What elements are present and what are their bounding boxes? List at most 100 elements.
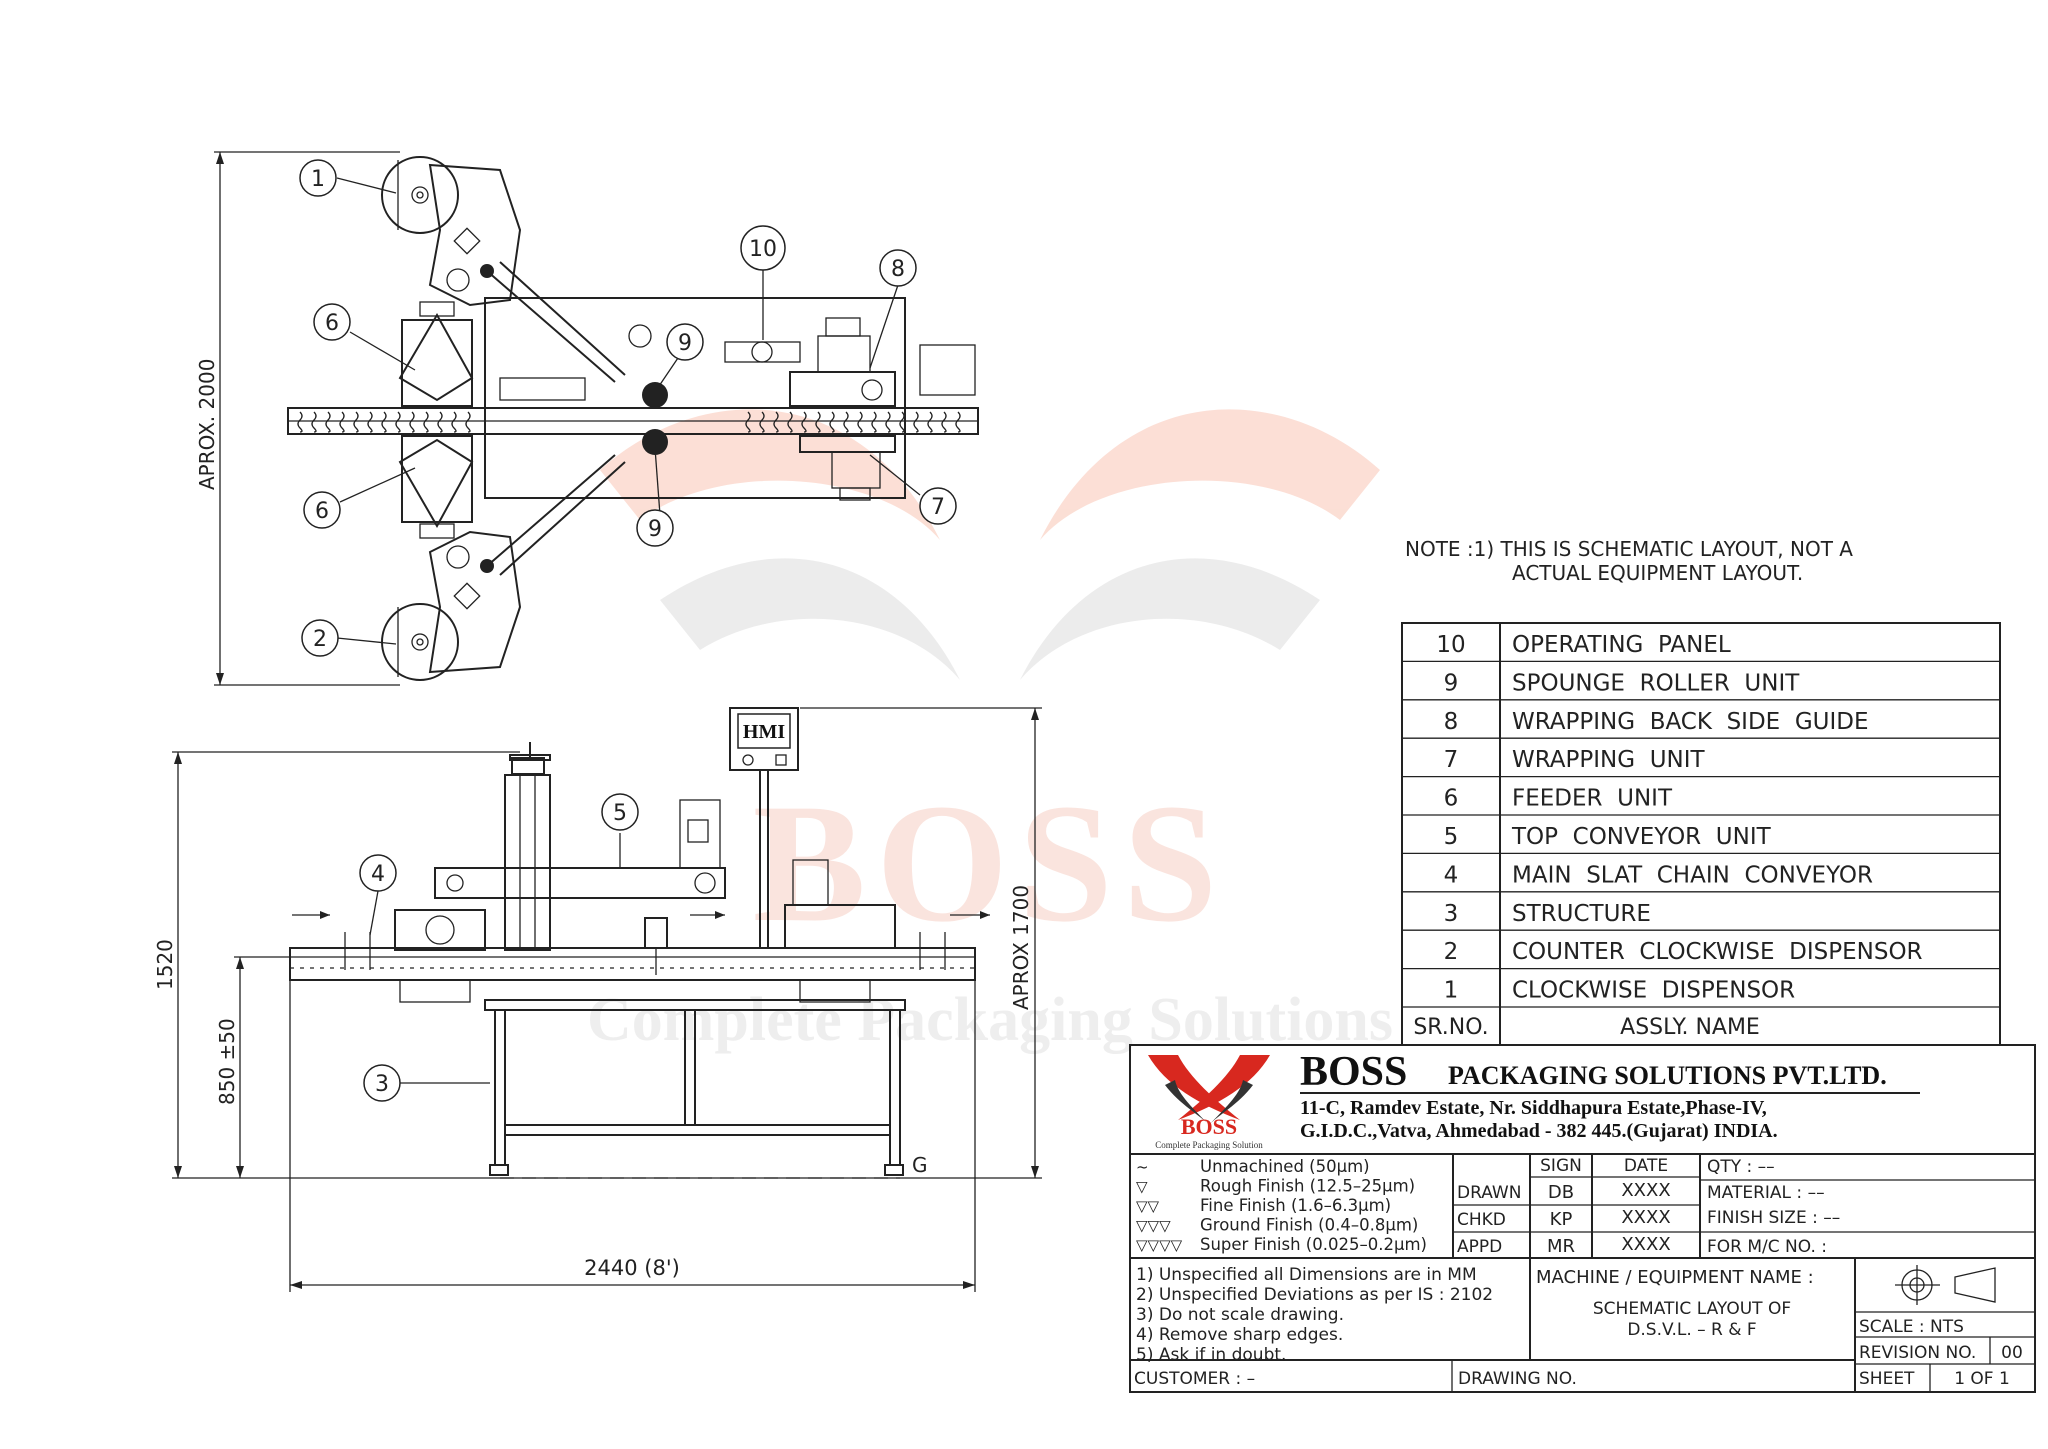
part-sr-8: 8 <box>1444 709 1459 735</box>
callout-9-bottom: 9 <box>636 509 674 547</box>
part-sr-5: 5 <box>1444 824 1459 850</box>
finish-symbol-4: ▽▽▽▽ <box>1136 1236 1183 1254</box>
callout-4: 4 <box>359 854 397 892</box>
revision-label: REVISION NO. <box>1859 1343 1976 1363</box>
parts-header-name: ASSLY. NAME <box>1620 1015 1760 1040</box>
appd-label: APPD <box>1457 1237 1502 1257</box>
company-logo: BOSS Complete Packaging Solution <box>1148 1055 1270 1150</box>
machine-label: MACHINE / EQUIPMENT NAME : <box>1536 1267 1814 1288</box>
drawn-date: XXXX <box>1621 1180 1670 1201</box>
callout-10: 10 <box>740 225 786 271</box>
svg-text:8: 8 <box>891 257 905 282</box>
machine-name-1: SCHEMATIC LAYOUT OF <box>1593 1299 1791 1319</box>
date-header: DATE <box>1624 1156 1668 1176</box>
svg-text:1: 1 <box>311 167 325 192</box>
general-note-2: 2) Unspecified Deviations as per IS : 21… <box>1136 1285 1493 1305</box>
customer-field: CUSTOMER : – <box>1134 1369 1255 1389</box>
side-view: 1520 850 ±50 APROX 1700 G 2440 (8') <box>153 707 1042 1292</box>
dim-overall-height: APROX 1700 <box>1009 885 1033 1010</box>
finish-text-0: Unmachined (50µm) <box>1200 1157 1370 1176</box>
part-sr-7: 7 <box>1444 747 1459 773</box>
part-name-7: WRAPPING UNIT <box>1512 747 1706 773</box>
part-sr-2: 2 <box>1444 939 1459 965</box>
callout-3: 3 <box>363 1064 401 1102</box>
part-sr-1: 1 <box>1444 978 1459 1004</box>
general-note-5: 5) Ask if in doubt. <box>1136 1345 1286 1365</box>
general-note-4: 4) Remove sharp edges. <box>1136 1325 1343 1345</box>
finish-symbol-2: ▽▽ <box>1136 1197 1160 1215</box>
logo-text: BOSS <box>1181 1114 1237 1139</box>
svg-text:9: 9 <box>678 331 692 356</box>
finish-text-3: Ground Finish (0.4–0.8µm) <box>1200 1216 1418 1235</box>
dim-table-height: 850 ±50 <box>215 1018 239 1105</box>
part-sr-9: 9 <box>1444 670 1459 696</box>
dim-side-height: 1520 <box>153 939 177 990</box>
svg-text:2: 2 <box>313 627 327 652</box>
note-line-1: NOTE :1) THIS IS SCHEMATIC LAYOUT, NOT A <box>1405 537 1853 561</box>
chkd-sign: KP <box>1550 1209 1573 1230</box>
svg-text:6: 6 <box>325 311 339 336</box>
scale-field: SCALE : NTS <box>1859 1317 1964 1337</box>
watermark-tagline: Complete Packaging Solutions <box>587 986 1393 1054</box>
drawing-no-field: DRAWING NO. <box>1458 1369 1577 1389</box>
company-address-2: G.I.D.C.,Vatva, Ahmedabad - 382 445.(Guj… <box>1300 1120 1778 1142</box>
part-sr-3: 3 <box>1444 901 1459 927</box>
conveyor-slats <box>297 411 961 433</box>
finish-symbol-1: ▽ <box>1136 1178 1148 1196</box>
general-note-1: 1) Unspecified all Dimensions are in MM <box>1136 1265 1477 1285</box>
part-name-6: FEEDER UNIT <box>1512 786 1673 812</box>
note-line-2: ACTUAL EQUIPMENT LAYOUT. <box>1512 561 1803 585</box>
svg-text:3: 3 <box>375 1072 389 1097</box>
sign-header: SIGN <box>1540 1156 1582 1176</box>
svg-text:9: 9 <box>648 517 662 542</box>
part-name-3: STRUCTURE <box>1512 901 1651 927</box>
part-name-4: MAIN SLAT CHAIN CONVEYOR <box>1512 862 1873 888</box>
general-note-3: 3) Do not scale drawing. <box>1136 1305 1344 1325</box>
revision-value: 00 <box>2001 1343 2023 1363</box>
appd-sign: MR <box>1547 1236 1575 1257</box>
note: NOTE :1) THIS IS SCHEMATIC LAYOUT, NOT A… <box>1405 537 1853 585</box>
watermark-brand: BOSS <box>753 769 1228 957</box>
callout-6-top: 6 <box>313 303 351 341</box>
logo-subtext: Complete Packaging Solution <box>1155 1140 1263 1150</box>
watermark: BOSS Complete Packaging Solutions <box>587 409 1393 1054</box>
sheet-value: 1 OF 1 <box>1954 1369 2010 1389</box>
part-name-1: CLOCKWISE DISPENSOR <box>1512 978 1795 1004</box>
svg-text:6: 6 <box>315 499 329 524</box>
company-address-1: 11-C, Ramdev Estate, Nr. Siddhapura Esta… <box>1300 1097 1767 1119</box>
part-name-8: WRAPPING BACK SIDE GUIDE <box>1512 709 1869 735</box>
callout-7: 7 <box>919 487 957 525</box>
callout-1: 1 <box>299 159 337 197</box>
part-sr-6: 6 <box>1444 786 1459 812</box>
callout-8: 8 <box>879 249 917 287</box>
dim-overall-length: 2440 (8') <box>584 1256 680 1280</box>
hmi-label: HMI <box>743 721 785 743</box>
callout-9-top: 9 <box>666 323 704 361</box>
machine-name-2: D.S.V.L. – R & F <box>1627 1320 1756 1340</box>
ground-label: G <box>912 1153 928 1177</box>
qty-field: QTY : –– <box>1707 1157 1775 1177</box>
finish-text-1: Rough Finish (12.5–25µm) <box>1200 1177 1415 1196</box>
callout-6-bottom: 6 <box>303 491 341 529</box>
company-name-big: BOSS <box>1300 1049 1407 1095</box>
chkd-date: XXXX <box>1621 1207 1670 1228</box>
svg-text:5: 5 <box>613 801 627 826</box>
finish-size-field: FINISH SIZE : –– <box>1707 1208 1840 1228</box>
callout-5: 5 <box>601 793 639 831</box>
drawn-label: DRAWN <box>1457 1183 1521 1203</box>
material-field: MATERIAL : –– <box>1707 1183 1825 1203</box>
svg-text:7: 7 <box>931 495 945 520</box>
top-view: APROX. 2000 <box>195 151 979 686</box>
title-block: BOSS Complete Packaging Solution BOSS PA… <box>1129 1044 2036 1393</box>
part-name-9: SPOUNGE ROLLER UNIT <box>1512 670 1800 696</box>
part-sr-10: 10 <box>1436 632 1465 658</box>
svg-text:4: 4 <box>371 862 385 887</box>
appd-date: XXXX <box>1621 1234 1670 1255</box>
parts-header-sr: SR.NO. <box>1413 1015 1488 1040</box>
company-name-rest: PACKAGING SOLUTIONS PVT.LTD. <box>1448 1061 1887 1090</box>
finish-text-4: Super Finish (0.025–0.2µm) <box>1200 1235 1427 1254</box>
finish-symbol-3: ▽▽▽ <box>1136 1217 1171 1235</box>
part-name-5: TOP CONVEYOR UNIT <box>1511 824 1772 850</box>
